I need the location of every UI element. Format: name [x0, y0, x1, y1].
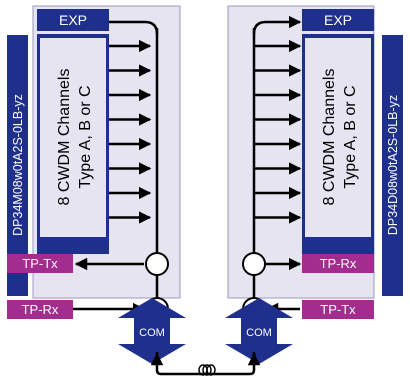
left-exp-box	[37, 9, 109, 31]
right-splitter-top	[242, 252, 266, 276]
left-exp-label: EXP	[59, 12, 87, 28]
right-tp-bottom-box	[302, 300, 374, 319]
right-com-label: COM	[246, 327, 272, 339]
fiber-link	[150, 352, 261, 376]
left-com-label: COM	[139, 327, 165, 339]
right-tp-top-label: TP-Rx	[320, 256, 357, 271]
right-tp-bottom-label: TP-Tx	[320, 302, 356, 317]
left-channel-lines	[109, 39, 152, 224]
right-channels-line2: Type A, B or C	[342, 85, 359, 188]
left-model-bar	[7, 35, 28, 296]
left-module: DP34M08w0tA2S-0LB-yz EXP 8 CWDM Channels…	[7, 5, 186, 364]
right-exp-curve	[252, 20, 267, 35]
right-channels-line1: 8 CWDM Channels	[321, 69, 338, 206]
right-module: DP34D08w0tA2S-0LB-yz EXP 8 CWDM Channels…	[225, 5, 403, 364]
left-tp-top-box	[7, 254, 73, 273]
right-model-label: DP34D08w0tA2S-0LB-yz	[386, 95, 400, 235]
right-exp-label: EXP	[324, 12, 352, 28]
left-tp-bottom-box	[7, 300, 73, 319]
right-com-arrow	[225, 298, 293, 364]
left-channels-inner	[40, 38, 106, 237]
left-channels-line1: 8 CWDM Channels	[56, 69, 73, 206]
left-tp-top-label: TP-Tx	[22, 256, 58, 271]
right-channel-lines	[254, 39, 302, 224]
right-exp-box	[302, 9, 374, 31]
fiber-spool-icon	[198, 364, 216, 376]
left-exp-curve	[144, 20, 159, 35]
right-tp-top-box	[302, 254, 374, 273]
right-channels-inner	[305, 38, 371, 237]
left-com-arrow	[118, 298, 186, 364]
left-model-label: DP34M08w0tA2S-0LB-yz	[11, 94, 25, 236]
left-splitter-top	[145, 252, 169, 276]
fiber-line	[155, 352, 256, 376]
left-tp-bottom-label: TP-Rx	[22, 302, 59, 317]
left-channels-line2: Type A, B or C	[77, 85, 94, 188]
right-model-bar	[382, 35, 403, 296]
